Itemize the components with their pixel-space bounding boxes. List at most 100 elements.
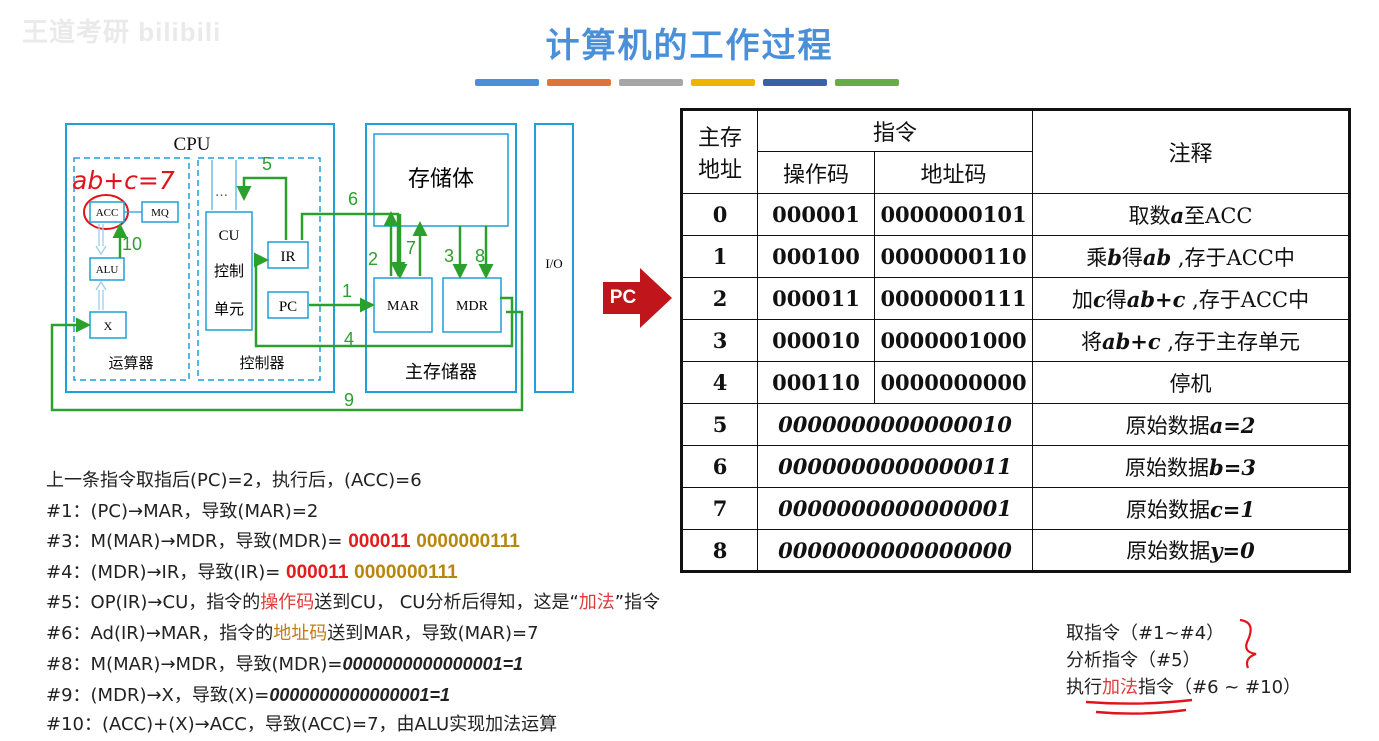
arrow-label-1: 1 <box>342 281 352 301</box>
row-note: 原始数据b=3 <box>1032 445 1350 488</box>
acc-label: ACC <box>96 207 119 219</box>
alu-unit-box <box>73 157 190 381</box>
header-address-l2: 地址 <box>697 158 742 183</box>
step-text: #4：(MDR)→IR，导致(IR)= <box>46 561 287 583</box>
storage-body-box <box>373 133 509 227</box>
row-addrcode: 0000000101 <box>873 193 1034 236</box>
cu-label-3: 单元 <box>214 300 244 318</box>
cu-box <box>205 211 253 331</box>
note-text: 将 <box>1080 329 1102 354</box>
header-address: 主存地址 <box>681 109 758 194</box>
legend-keyword: 加法 <box>1102 677 1138 698</box>
storage-body-label: 存储体 <box>408 167 474 192</box>
legend-fetch: 取指令（#1~#4） <box>1066 623 1225 644</box>
cu-dots: … <box>215 185 228 200</box>
alu-box <box>89 257 125 281</box>
arrow-label-5: 5 <box>262 154 272 174</box>
step-text: #5：OP(IR)→CU，指令的 <box>46 592 261 613</box>
memory-table: 主存地址 指令 注释 操作码 地址码 0 000001 0000000101 取… <box>680 108 1351 573</box>
table-row: 3 000010 0000001000 将ab+c ,存于主存单元 <box>681 319 1350 362</box>
title-stripes <box>475 79 899 86</box>
row-address: 6 <box>681 445 758 488</box>
note-text: 乘 <box>1086 245 1108 270</box>
computer-diagram: CPU ab+c=7 ACC MQ ALU X 运算器 … CU 控制 单元 I… <box>50 123 574 412</box>
step-8: #8：M(MAR)→MDR，导致(MDR)=0000000000000001=1 <box>46 649 660 680</box>
row-addrcode: 0000000111 <box>873 277 1034 320</box>
row-note: 取数a至ACC <box>1032 193 1350 236</box>
note-text: 至ACC <box>1184 203 1253 228</box>
cu-label-2: 控制 <box>214 262 244 280</box>
row-note: 乘b得ab ,存于ACC中 <box>1032 235 1350 278</box>
arrow-label-9: 9 <box>344 390 354 410</box>
arrow-label-4: 4 <box>344 329 354 349</box>
io-box <box>534 123 574 393</box>
step-addrcode: 0000000111 <box>354 561 458 583</box>
table-row: 8 0000000000000000 原始数据y=0 <box>681 529 1350 572</box>
row-address: 2 <box>681 277 758 320</box>
cpu-label: CPU <box>174 134 211 155</box>
note-var: y=0 <box>1210 538 1255 563</box>
note-var: ab <box>1142 244 1172 270</box>
arrow-label-3: 3 <box>444 246 454 266</box>
row-addrcode: 0000000110 <box>873 235 1034 278</box>
legend-text: 指令（#6 ~ #10） <box>1138 677 1302 698</box>
arrow-label-10: 10 <box>122 234 142 254</box>
mar-label: MAR <box>387 299 420 314</box>
io-label: I/O <box>545 256 562 271</box>
note-text: 加 <box>1071 287 1093 312</box>
note-text: 取数 <box>1128 203 1171 228</box>
step-10: #10：(ACC)+(X)→ACC，导致(ACC)=7，由ALU实现加法运算 <box>46 714 558 735</box>
note-text: 原始数据 <box>1125 455 1210 480</box>
note-text: ,存于ACC中 <box>1171 245 1295 270</box>
step-1: #1：(PC)→MAR，导致(MAR)=2 <box>46 500 319 522</box>
note-var: b=3 <box>1209 454 1256 480</box>
step-text: #8：M(MAR)→MDR，导致(MDR)= <box>46 654 343 675</box>
row-address: 7 <box>681 487 758 530</box>
stripe <box>763 79 827 86</box>
mq-label: MQ <box>151 207 169 219</box>
step-value: 0000000000000001=1 <box>342 654 524 674</box>
step-4: #4：(MDR)→IR，导致(IR)= 000011 0000000111 <box>46 558 660 589</box>
watermark: 王道考研 bilibili <box>22 17 222 47</box>
control-unit-label: 控制器 <box>239 354 284 372</box>
step-value: 0000000000000001=1 <box>269 684 451 705</box>
main-memory-box <box>365 123 517 393</box>
control-unit-box <box>197 157 321 381</box>
cu-label: CU <box>219 228 240 244</box>
table-row: 1 000100 0000000110 乘b得ab ,存于ACC中 <box>681 235 1350 278</box>
step-addrcode: 0000000111 <box>416 531 520 552</box>
header-note: 注释 <box>1032 109 1350 194</box>
legend-decode: 分析指令（#5） <box>1066 650 1201 671</box>
note-var: c <box>1092 286 1106 312</box>
table-row: 5 0000000000000010 原始数据a=2 <box>681 403 1350 446</box>
note-text: ,存于主存单元 <box>1160 329 1301 354</box>
step-5: #5：OP(IR)→CU，指令的操作码送到CU， CU分析后得知，这是“加法”指… <box>46 588 660 619</box>
steps-list: 上一条指令取指后(PC)=2，执行后，(ACC)=6 #1：(PC)→MAR，导… <box>46 466 660 741</box>
note-var: b <box>1107 244 1122 270</box>
header-instruction: 指令 <box>756 109 1034 152</box>
step-text: 送到CU， CU分析后得知，这是“ <box>314 592 579 613</box>
note-var: ab+c <box>1101 328 1161 354</box>
step-intro: 上一条指令取指后(PC)=2，执行后，(ACC)=6 <box>46 470 422 491</box>
pc-marker: PC <box>603 282 643 314</box>
table-row: 4 000110 0000000000 停机 <box>681 361 1350 404</box>
ir-box <box>267 241 309 269</box>
arrow-label-8: 8 <box>475 246 485 266</box>
note-text: 得 <box>1121 245 1143 270</box>
row-data: 0000000000000000 <box>756 529 1034 572</box>
page-title: 计算机的工作过程 <box>545 26 834 66</box>
row-opcode: 000010 <box>757 319 875 362</box>
step-9: #9：(MDR)→X，导致(X)=0000000000000001=1 <box>46 680 660 711</box>
arrow-label-7: 7 <box>406 238 416 258</box>
row-note: 停机 <box>1032 361 1350 404</box>
step-opcode: 000011 <box>286 561 349 583</box>
step-text: 送到MAR，导致(MAR)=7 <box>327 622 539 644</box>
legend-text: 执行 <box>1066 677 1102 698</box>
stripe <box>475 79 539 86</box>
row-opcode: 000110 <box>757 361 875 404</box>
step-text: #9：(MDR)→X，导致(X)= <box>46 684 270 706</box>
table-row: 6 0000000000000011 原始数据b=3 <box>681 445 1350 488</box>
header-address-l1: 主存 <box>697 126 742 151</box>
pc-label: PC <box>279 299 297 315</box>
step-opcode: 000011 <box>348 531 411 552</box>
